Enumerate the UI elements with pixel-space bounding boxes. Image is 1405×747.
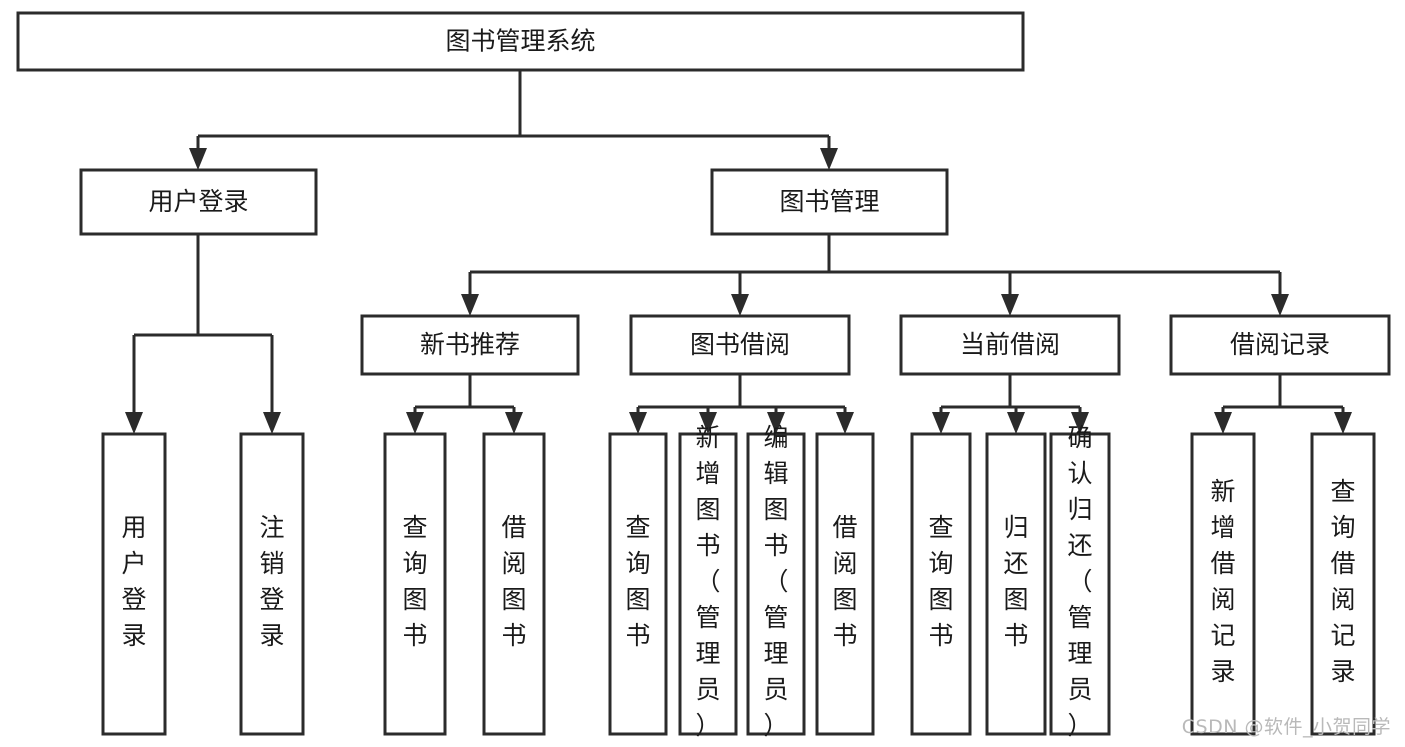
node-label-leaf-br-add: 新增借阅记录 bbox=[1210, 477, 1235, 686]
node-label-leaf-bb-add: 新增图书（管理员） bbox=[695, 423, 720, 740]
node-leaf-bb-edit[interactable]: 编辑图书（管理员） bbox=[746, 423, 806, 740]
node-box-leaf-br-add[interactable] bbox=[1190, 432, 1256, 736]
node-user-login[interactable]: 用户登录 bbox=[79, 168, 318, 236]
arrow-head-icon bbox=[189, 148, 207, 170]
node-label-leaf-br-query: 查询借阅记录 bbox=[1330, 477, 1355, 686]
node-leaf-br-add[interactable]: 新增借阅记录 bbox=[1190, 432, 1256, 736]
arrow-head-icon bbox=[1071, 412, 1089, 434]
node-box-leaf-rec-borrow[interactable] bbox=[482, 432, 546, 736]
node-box-leaf-cb-return[interactable] bbox=[985, 432, 1047, 736]
arrow-head-icon bbox=[699, 412, 717, 434]
node-box-leaf-bb-edit[interactable] bbox=[746, 432, 806, 736]
node-leaf-user-login[interactable]: 用户登录 bbox=[101, 432, 167, 736]
node-borrow-record[interactable]: 借阅记录 bbox=[1169, 314, 1391, 376]
node-leaf-bb-add[interactable]: 新增图书（管理员） bbox=[678, 423, 738, 740]
node-box-leaf-bb-borrow[interactable] bbox=[815, 432, 875, 736]
arrow-head-icon bbox=[461, 294, 479, 316]
node-box-root[interactable] bbox=[16, 11, 1025, 72]
node-label-user-login: 用户登录 bbox=[148, 187, 248, 216]
arrow-head-icon bbox=[1007, 412, 1025, 434]
node-box-book-manage[interactable] bbox=[710, 168, 949, 236]
edges-layer bbox=[125, 70, 1352, 434]
node-box-current-borrow[interactable] bbox=[899, 314, 1121, 376]
node-new-book-rec[interactable]: 新书推荐 bbox=[360, 314, 580, 376]
arrow-head-icon bbox=[1271, 294, 1289, 316]
node-label-borrow-record: 借阅记录 bbox=[1230, 330, 1330, 359]
node-leaf-user-logout[interactable]: 注销登录 bbox=[239, 432, 305, 736]
node-label-leaf-rec-borrow: 借阅图书 bbox=[501, 513, 526, 650]
arrow-head-icon bbox=[767, 412, 785, 434]
arrow-head-icon bbox=[1334, 412, 1352, 434]
node-label-leaf-bb-query: 查询图书 bbox=[625, 513, 650, 650]
node-label-book-borrow: 图书借阅 bbox=[690, 330, 790, 359]
arrow-head-icon bbox=[629, 412, 647, 434]
node-box-leaf-user-logout[interactable] bbox=[239, 432, 305, 736]
node-leaf-rec-borrow[interactable]: 借阅图书 bbox=[482, 432, 546, 736]
node-box-leaf-rec-query[interactable] bbox=[383, 432, 447, 736]
node-box-borrow-record[interactable] bbox=[1169, 314, 1391, 376]
arrow-head-icon bbox=[836, 412, 854, 434]
node-box-leaf-bb-add[interactable] bbox=[678, 432, 738, 736]
arrow-head-icon bbox=[125, 412, 143, 434]
node-label-leaf-user-logout: 注销登录 bbox=[259, 513, 284, 650]
arrow-head-icon bbox=[263, 412, 281, 434]
arrow-head-icon bbox=[731, 294, 749, 316]
node-leaf-bb-borrow[interactable]: 借阅图书 bbox=[815, 432, 875, 736]
node-label-leaf-cb-confirm: 确认归还（管理员） bbox=[1067, 423, 1092, 740]
node-label-leaf-cb-return: 归还图书 bbox=[1003, 513, 1028, 650]
node-box-leaf-bb-query[interactable] bbox=[608, 432, 668, 736]
node-box-leaf-user-login[interactable] bbox=[101, 432, 167, 736]
node-leaf-br-query[interactable]: 查询借阅记录 bbox=[1310, 432, 1376, 736]
arrow-head-icon bbox=[820, 148, 838, 170]
node-box-user-login[interactable] bbox=[79, 168, 318, 236]
arrow-head-icon bbox=[406, 412, 424, 434]
node-leaf-cb-confirm[interactable]: 确认归还（管理员） bbox=[1049, 423, 1111, 740]
node-book-borrow[interactable]: 图书借阅 bbox=[629, 314, 851, 376]
node-label-leaf-user-login: 用户登录 bbox=[121, 513, 146, 650]
arrow-head-icon bbox=[505, 412, 523, 434]
node-box-new-book-rec[interactable] bbox=[360, 314, 580, 376]
node-label-leaf-bb-edit: 编辑图书（管理员） bbox=[763, 423, 788, 740]
node-current-borrow[interactable]: 当前借阅 bbox=[899, 314, 1121, 376]
node-box-book-borrow[interactable] bbox=[629, 314, 851, 376]
node-root[interactable]: 图书管理系统 bbox=[16, 11, 1025, 72]
node-box-leaf-br-query[interactable] bbox=[1310, 432, 1376, 736]
nodes-layer: 图书管理系统用户登录图书管理新书推荐图书借阅当前借阅借阅记录用户登录注销登录查询… bbox=[16, 11, 1391, 740]
arrow-head-icon bbox=[932, 412, 950, 434]
node-label-current-borrow: 当前借阅 bbox=[960, 330, 1060, 359]
node-label-leaf-cb-query: 查询图书 bbox=[928, 513, 953, 650]
node-leaf-rec-query[interactable]: 查询图书 bbox=[383, 432, 447, 736]
node-box-leaf-cb-query[interactable] bbox=[910, 432, 972, 736]
csdn-watermark: CSDN @软件_小贺同学 bbox=[1181, 716, 1391, 738]
node-label-leaf-rec-query: 查询图书 bbox=[402, 513, 427, 650]
node-leaf-cb-query[interactable]: 查询图书 bbox=[910, 432, 972, 736]
node-label-root: 图书管理系统 bbox=[445, 27, 595, 56]
node-leaf-cb-return[interactable]: 归还图书 bbox=[985, 432, 1047, 736]
node-label-new-book-rec: 新书推荐 bbox=[420, 330, 520, 359]
node-label-book-manage: 图书管理 bbox=[779, 187, 879, 216]
arrow-head-icon bbox=[1214, 412, 1232, 434]
node-box-leaf-cb-confirm[interactable] bbox=[1049, 432, 1111, 736]
node-label-leaf-bb-borrow: 借阅图书 bbox=[832, 513, 857, 650]
node-leaf-bb-query[interactable]: 查询图书 bbox=[608, 432, 668, 736]
node-book-manage[interactable]: 图书管理 bbox=[710, 168, 949, 236]
arrow-head-icon bbox=[1001, 294, 1019, 316]
